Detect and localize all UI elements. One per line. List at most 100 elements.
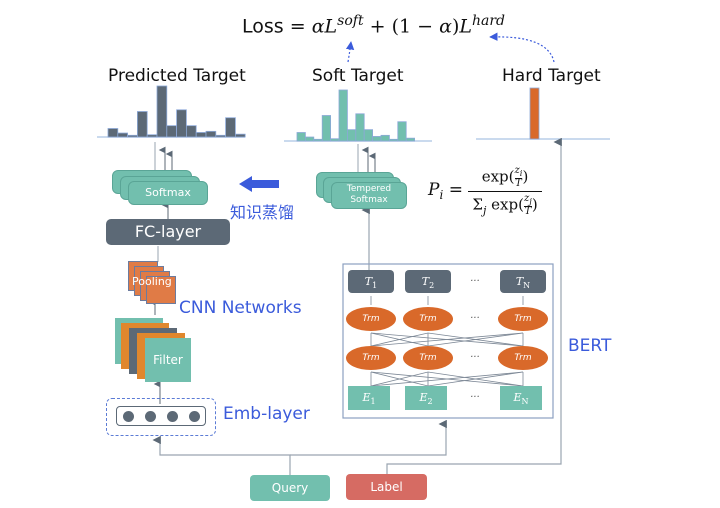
bert-conn-0-2-1 (427, 371, 524, 387)
predicted-bar-0 (107, 128, 119, 138)
soft-bar-12 (397, 121, 407, 142)
embedding-1: E2 (405, 386, 447, 410)
soft-bar-7 (355, 113, 365, 142)
emb-ellipsis-text: ··· (470, 392, 480, 403)
predicted-target-title: Predicted Target (108, 66, 246, 86)
emb-vector (116, 406, 206, 426)
bert-conn-0-2-0 (370, 371, 524, 387)
distill-arrow-icon (239, 176, 279, 192)
loss-lhs: Loss (242, 15, 284, 38)
soft-bar-11 (388, 138, 399, 142)
embedding-1-text: E (419, 391, 428, 404)
hard-bars (529, 87, 540, 140)
predicted-bar-5 (156, 85, 168, 138)
embedding-3-sub: N (521, 397, 529, 407)
soft-bar-6 (346, 129, 357, 142)
L-soft: L (324, 15, 338, 38)
predicted-bar-12 (225, 117, 236, 138)
bert-conn-1-1-0 (370, 332, 429, 347)
trm-bottom-1: Trm (403, 346, 453, 370)
loss-formula: Loss = αLsoft + (1 − α)Lhard (242, 10, 505, 37)
label-label: Label (370, 480, 403, 494)
bert-label: BERT (568, 336, 612, 356)
bert-cross-connections (370, 296, 524, 387)
bert-conn-0-1-0 (370, 371, 429, 387)
soft-bar-3 (321, 115, 332, 142)
label-input-block[interactable]: Label (346, 474, 427, 500)
output-token-3-text: T (515, 275, 524, 288)
formula-lhs: Pi = (428, 179, 469, 203)
predicted-bar-13 (234, 133, 246, 138)
query-to-bert-line (290, 419, 447, 456)
predicted-bar-9 (195, 132, 207, 138)
tempered-label-2: Softmax (350, 195, 388, 205)
fc-layer-label: FC-layer (134, 222, 202, 241)
emb-dot (188, 410, 200, 422)
bert-box (342, 263, 554, 419)
filter-label: Filter (153, 353, 183, 367)
soft-bar-2 (313, 138, 323, 142)
loss-close: ) (451, 15, 460, 38)
predicted-bar-6 (166, 125, 178, 138)
trm-bottom-0-text: Trm (362, 353, 380, 363)
output-token-1-sub: 2 (429, 281, 435, 291)
tempered-softmax-card: Tempered Softmax (331, 182, 407, 209)
soft-bar-0 (296, 132, 306, 142)
soft-bar-10 (380, 134, 390, 142)
soft-bar-9 (372, 136, 382, 142)
token-ellipsis-text: ··· (470, 276, 480, 287)
query-input-block[interactable]: Query (250, 475, 330, 501)
embedding-0-sub: 1 (370, 397, 376, 407)
output-token-3: TN (500, 270, 546, 293)
soft-bar-13 (405, 137, 416, 142)
trm-bottom-1-text: Trm (419, 353, 437, 363)
filter-map-5: Filter (145, 338, 191, 382)
fc-layer-block: FC-layer (106, 219, 230, 245)
soft-bars (296, 89, 416, 142)
embedding-0-text: E (362, 391, 371, 404)
soft-bar-1 (304, 136, 315, 142)
softmax-card: Softmax (128, 181, 208, 205)
label-to-hard-line (386, 137, 562, 474)
predicted-bar-7 (176, 109, 187, 138)
soft-to-loss-arrow (345, 41, 355, 63)
hard-target-title: Hard Target (502, 66, 601, 86)
cnn-networks-label: CNN Networks (179, 298, 302, 318)
hard-sup: hard (471, 13, 506, 29)
softmax-label: Softmax (145, 186, 191, 199)
output-token-3-sub: N (523, 281, 531, 291)
emb-dot (166, 410, 178, 422)
query-to-emb-line (152, 435, 291, 476)
trm-bottom-ellipsis: ··· (470, 352, 480, 363)
query-label: Query (271, 481, 309, 495)
output-token-1: T2 (405, 270, 451, 293)
trm-bottom-3: Trm (498, 346, 548, 370)
alpha: α (311, 15, 325, 38)
soft-bar-5 (338, 89, 348, 142)
trm-bottom-3-text: Trm (514, 353, 532, 363)
predicted-bar-1 (117, 132, 129, 138)
loss-plus: + (1 − (363, 15, 440, 38)
trm-top-1: Trm (403, 307, 453, 331)
predicted-bar-8 (185, 125, 197, 138)
predicted-bar-10 (205, 130, 217, 138)
hard-to-loss-arrow (489, 32, 555, 63)
soft-sup: soft (337, 13, 364, 29)
trm-top-3: Trm (498, 307, 548, 331)
pooling-label: Pooling (132, 275, 172, 288)
emb-layer-box (106, 398, 216, 436)
trm-top-0-text: Trm (362, 314, 380, 324)
trm-top-ellipsis-text: ··· (470, 313, 480, 324)
trm-top-3-text: Trm (514, 314, 532, 324)
trm-top-1-text: Trm (419, 314, 437, 324)
distill-label: 知识蒸馏 (230, 203, 295, 222)
loss-eq: = (289, 15, 312, 38)
emb-ellipsis: ··· (470, 392, 480, 403)
trm-bottom-0: Trm (346, 346, 396, 370)
embedding-0: E1 (348, 386, 390, 410)
L-hard: L (459, 15, 472, 38)
predicted-bars (107, 85, 246, 138)
